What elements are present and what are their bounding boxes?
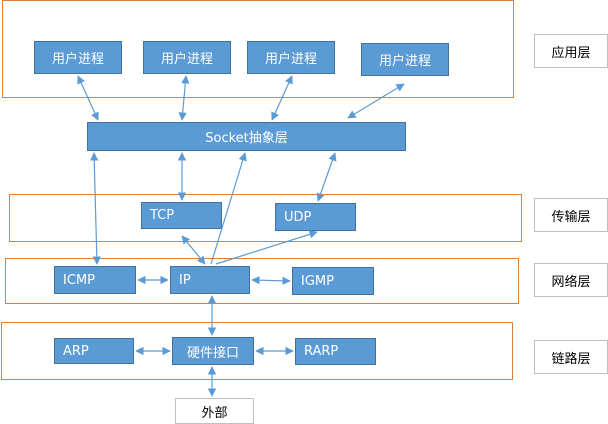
- igmp-box: IGMP: [292, 267, 374, 295]
- arrow-socket-icmp: [90, 152, 101, 265]
- arrow-ip-igmp: [251, 276, 291, 285]
- network-layer-label: 网络层: [534, 263, 608, 297]
- arp-box: ARP: [54, 338, 134, 364]
- user-process-box: 用户进程: [361, 43, 449, 76]
- user-process-box: 用户进程: [143, 41, 231, 74]
- arrow-socket-udp: [316, 152, 337, 202]
- tcp-box: TCP: [141, 202, 222, 229]
- socket-abstraction-box: Socket抽象层: [87, 122, 406, 151]
- transport-layer-label: 传输层: [534, 198, 608, 232]
- arrow-ip-socket: [210, 152, 247, 265]
- udp-box: UDP: [275, 203, 356, 231]
- rarp-box: RARP: [295, 338, 376, 365]
- application-layer-label: 应用层: [534, 34, 608, 68]
- arrow-process3-socket: [271, 75, 293, 121]
- user-process-box: 用户进程: [247, 41, 335, 74]
- ip-box: IP: [170, 266, 250, 294]
- arrow-process1-socket: [77, 75, 99, 121]
- user-process-box: 用户进程: [34, 41, 122, 74]
- arrow-ip-udp: [215, 230, 318, 265]
- arrow-process4-socket: [347, 83, 405, 119]
- external-label: 外部: [175, 398, 254, 424]
- arrow-tcp-ip: [181, 235, 206, 265]
- hardware-interface-box: 硬件接口: [172, 337, 254, 365]
- icmp-box: ICMP: [54, 266, 136, 294]
- arrow-process2-socket: [178, 75, 190, 121]
